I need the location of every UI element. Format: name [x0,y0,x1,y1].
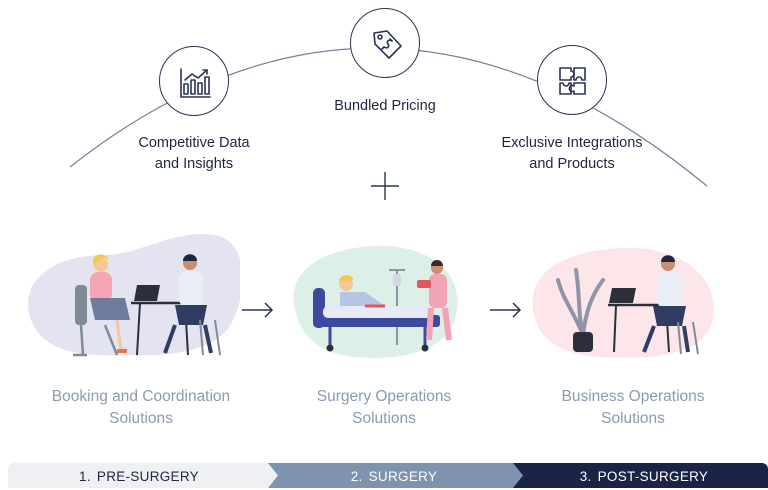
business-solutions-label: Business Operations Solutions [543,386,723,430]
phase-surgery-number: 2. [350,469,363,484]
phase-pre-surgery: 1. PRE-SURGERY [8,463,270,488]
competitive-data-label: Competitive Data and Insights [118,133,270,175]
puzzle-icon [559,67,586,95]
booking-solutions-line2: Solutions [109,410,173,427]
surgery-solutions-label: Surgery Operations Solutions [295,386,473,430]
arrow-right-icon [242,302,274,318]
phase-post-surgery-number: 3. [579,469,592,484]
arrow-right-icon [490,302,522,318]
surgery-solutions-line2: Solutions [352,410,416,427]
phase-surgery: 2. SURGERY [272,463,516,488]
plus-symbol-text: + [380,176,381,177]
business-solutions-line2: Solutions [601,410,665,427]
bundled-pricing-line1: Bundled Pricing [334,98,436,114]
bundled-pricing-icon-circle [350,8,420,78]
bar-chart-icon [180,68,211,98]
exclusive-integrations-label: Exclusive Integrations and Products [482,133,662,175]
competitive-data-icon-circle [159,46,229,116]
exclusive-integrations-line1: Exclusive Integrations [501,135,643,151]
plus-icon [371,172,399,200]
phase-pre-surgery-label: PRE-SURGERY [96,469,199,484]
bundled-pricing-label: Bundled Pricing [310,96,460,117]
phase-post-surgery-label: POST-SURGERY [597,469,709,484]
phase-pre-surgery-number: 1. [79,469,91,484]
phase-post-surgery: 3. POST-SURGERY [520,463,768,488]
business-solutions-line1: Business Operations [561,388,705,405]
booking-solutions-label: Booking and Coordination Solutions [30,386,252,430]
exclusive-integrations-icon-circle [537,45,607,115]
competitive-data-line2: and Insights [154,156,234,172]
surgery-illustration [293,245,458,358]
booking-illustration [28,234,240,357]
competitive-data-line1: Competitive Data [138,135,250,151]
phase-bar [8,463,768,488]
surgery-solutions-line1: Surgery Operations [316,388,452,405]
exclusive-integrations-line2: and Products [529,156,615,172]
business-illustration [532,247,714,358]
booking-solutions-line1: Booking and Coordination [51,388,231,405]
price-tag-icon [373,30,402,59]
phase-surgery-label: SURGERY [368,469,438,484]
